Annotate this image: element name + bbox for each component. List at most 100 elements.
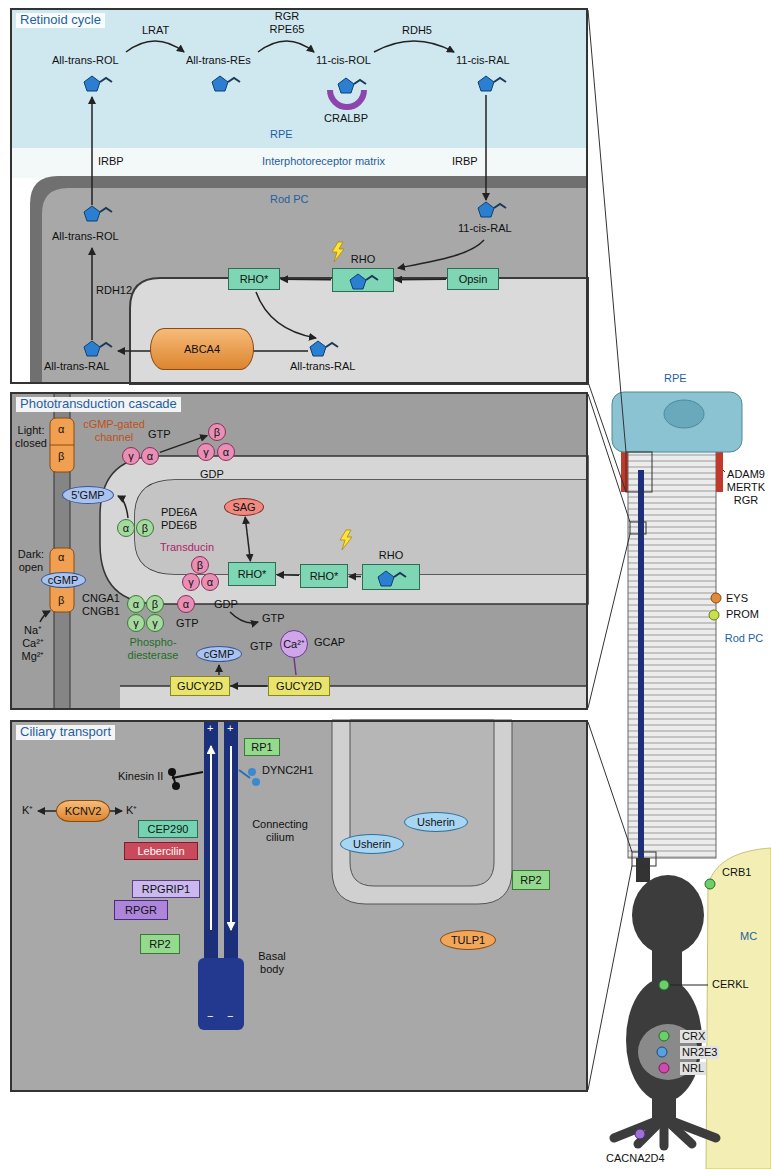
molecule-label: MC (740, 930, 757, 943)
node-label: RHO* (238, 568, 267, 581)
molecule-label: All-trans-ROL (52, 54, 119, 67)
molecule-label: ADAM9 MERTK RGR (726, 468, 766, 507)
node-label: α (183, 598, 189, 611)
molecule-label: Transducin (160, 541, 214, 554)
transducin-subunit: β (208, 423, 226, 441)
protein-box: RHO* (228, 268, 280, 290)
node-label: TULP1 (451, 934, 485, 947)
phosphodiesterase-subunit: γ (146, 614, 164, 632)
rhodopsin-box: RHO (362, 564, 420, 590)
node-label: β (142, 522, 148, 535)
molecule-label: Connecting cilium (248, 818, 312, 844)
transducin-subunit: α (177, 595, 195, 613)
molecule-label: CRB1 (722, 866, 751, 879)
transducin-subunit: α (201, 573, 219, 591)
molecule-label: cGMP-gated channel (80, 418, 148, 444)
molecule-label: Rod PC (270, 193, 309, 206)
node-label: Usherin (417, 816, 455, 829)
node-label: RHO* (310, 570, 339, 583)
molecule-label: All-trans-RAL (44, 360, 109, 373)
molecule-label: 11-cis-RAL (456, 54, 510, 67)
node-label: γ (128, 450, 134, 463)
node-label: α (207, 576, 213, 589)
protein-box: RPGRIP1 (132, 880, 200, 898)
protein-box: RP1 (244, 738, 280, 756)
molecule-label: GTP (250, 640, 273, 653)
molecule-label: GTP (262, 612, 285, 625)
node-label: RP2 (149, 938, 170, 951)
molecule-label: EYS (726, 592, 748, 605)
transducin-subunit: β (191, 556, 209, 574)
node-label: RHO (379, 549, 403, 562)
protein-box: RP2 (140, 934, 180, 954)
molecule-label: CRX (680, 1030, 707, 1043)
node-label: α (123, 522, 129, 535)
molecule-label: GTP (176, 617, 199, 630)
molecule-label: GDP (200, 468, 224, 481)
molecule-label: LRAT (142, 24, 169, 37)
protein-ellipse: TULP1 (440, 930, 496, 950)
phosphodiesterase-subunit: α (117, 519, 135, 537)
node-label: RP1 (251, 741, 272, 754)
node-label: β (214, 426, 220, 439)
node-label: γ (203, 446, 209, 459)
node-label: RHO* (240, 273, 269, 286)
molecule-label: IRBP (98, 155, 124, 168)
molecule-label: β (58, 594, 64, 607)
node-label: α (223, 446, 229, 459)
molecule-label: CRALBP (324, 112, 368, 125)
transducin-subunit: γ (197, 443, 215, 461)
molecule-label: CACNA2D4 (606, 1152, 665, 1165)
molecule-label: IRBP (452, 155, 478, 168)
channel-cylinder: KCNV2 (56, 800, 110, 822)
molecule-label: GDP (214, 598, 238, 611)
molecule-label: RDH5 (402, 24, 432, 37)
molecule-label: RPE (664, 372, 687, 385)
molecule-ellipse: 5'GMP (62, 486, 114, 504)
node-label: Opsin (459, 273, 488, 286)
phosphodiesterase-subunit: γ (127, 614, 145, 632)
transducin-subunit: γ (182, 573, 200, 591)
molecule-label: − (207, 1010, 213, 1023)
node-label: ABCA4 (184, 343, 220, 356)
molecule-label: PDE6A PDE6B (158, 506, 200, 532)
node-label: GUCY2D (276, 680, 322, 693)
protein-ellipse: Usherin (404, 812, 468, 832)
protein-box: CEP290 (138, 820, 198, 838)
node-label: cGMP (204, 648, 235, 661)
node-label: 5'GMP (71, 489, 104, 502)
arrow-connector (349, 576, 361, 578)
node-label: β (152, 598, 158, 611)
node-label: RPGR (125, 904, 157, 917)
molecule-label: RGR RPE65 (266, 10, 308, 36)
molecule-label: NRL (680, 1062, 706, 1075)
molecule-label: − (227, 1010, 233, 1023)
molecule-label: RPE (270, 128, 293, 141)
molecule-label: Basal body (250, 950, 294, 976)
molecule-label: Kinesin II (118, 770, 163, 783)
protein-box: RHO* (228, 562, 276, 586)
panel-title: Phototransduction cascade (16, 397, 181, 412)
panel-title: Retinoid cycle (16, 13, 105, 28)
molecule-label: α (58, 423, 64, 436)
molecule-label: Na⁺ Ca²⁺ Mg²⁺ (18, 624, 48, 663)
node-label: α (147, 450, 153, 463)
node-label: KCNV2 (65, 805, 102, 818)
node-label: γ (152, 617, 158, 630)
molecule-label: + (227, 722, 233, 735)
node-label: β (197, 559, 203, 572)
node-label: RPGRIP1 (142, 883, 190, 896)
ion-circle: Ca²⁺ (280, 630, 308, 658)
molecule-label: All-trans-ROL (52, 230, 119, 243)
molecule-label: PROM (726, 608, 759, 621)
molecule-label: K⁺ (22, 804, 33, 817)
phosphodiesterase-subunit: α (127, 595, 145, 613)
molecule-label: GCAP (314, 636, 345, 649)
molecule-label: CNGA1 CNGB1 (80, 592, 122, 618)
node-label: γ (133, 617, 139, 630)
retinal-pentagon (333, 269, 395, 293)
arrow-connector (231, 685, 267, 687)
molecule-ellipse: cGMP (41, 572, 86, 588)
node-label: Ca²⁺ (283, 638, 305, 651)
molecule-label: Dark: open (13, 548, 49, 574)
